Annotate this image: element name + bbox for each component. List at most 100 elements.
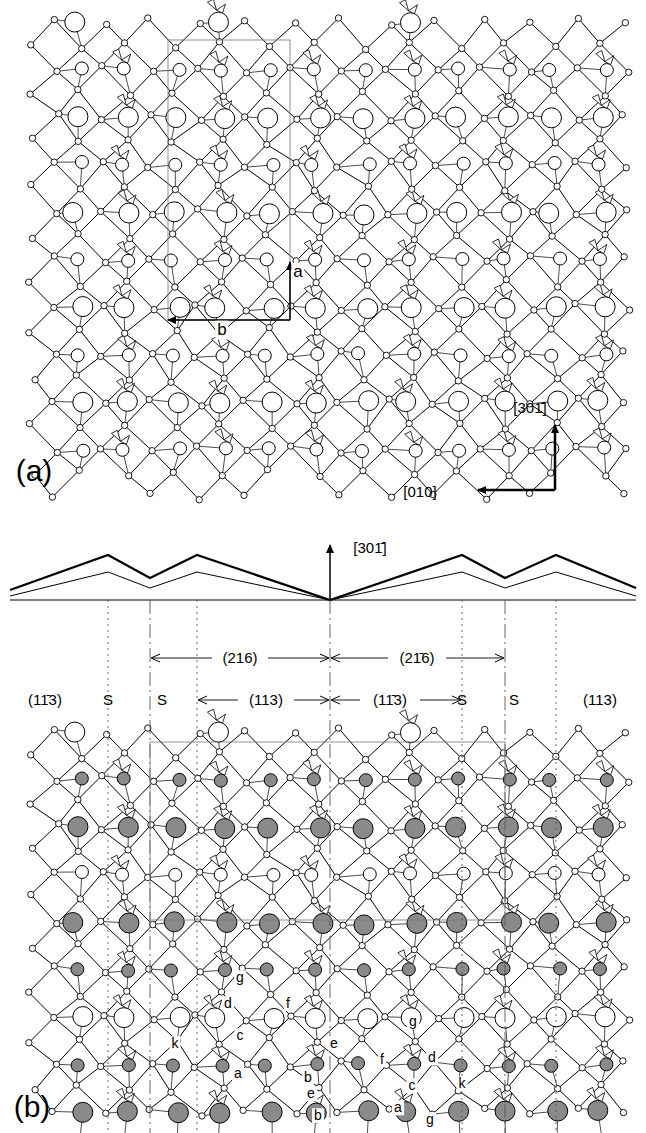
lone-pair-symbol bbox=[306, 335, 324, 349]
large-atom bbox=[407, 203, 427, 223]
bond-lines bbox=[29, 18, 630, 500]
small-atom bbox=[102, 259, 108, 265]
small-atom bbox=[240, 1107, 246, 1113]
bond-line bbox=[337, 877, 369, 896]
bond-line bbox=[296, 138, 317, 162]
lone-pair-symbol bbox=[589, 239, 607, 253]
large-atom bbox=[71, 1059, 84, 1072]
lone-pair-symbol bbox=[399, 144, 417, 158]
large-atom bbox=[404, 157, 417, 170]
small-atom bbox=[196, 497, 202, 503]
small-atom bbox=[77, 283, 83, 289]
small-atom bbox=[51, 963, 57, 969]
small-atom bbox=[412, 91, 418, 97]
large-atom bbox=[501, 202, 521, 222]
small-atom bbox=[619, 112, 625, 118]
small-atom bbox=[311, 39, 317, 45]
bond-line bbox=[575, 139, 600, 161]
small-atom bbox=[121, 40, 127, 46]
small-atom bbox=[524, 351, 530, 357]
bond-line bbox=[463, 828, 485, 850]
small-atom bbox=[460, 138, 466, 144]
small-atom bbox=[174, 424, 180, 430]
large-atom bbox=[267, 158, 280, 171]
small-atom bbox=[623, 445, 629, 451]
small-atom bbox=[334, 966, 340, 972]
bond-line bbox=[29, 1043, 57, 1065]
small-atom bbox=[483, 159, 489, 165]
lone-pair-symbol bbox=[212, 1046, 230, 1060]
small-atom bbox=[172, 45, 178, 51]
bond-line bbox=[362, 329, 386, 356]
small-atom bbox=[293, 869, 299, 875]
large-atom bbox=[258, 108, 278, 128]
small-atom bbox=[484, 1065, 490, 1071]
large-atom bbox=[164, 254, 177, 267]
lone-pair-symbol bbox=[395, 379, 413, 393]
small-atom bbox=[453, 468, 459, 474]
small-atom bbox=[476, 64, 482, 70]
large-atom bbox=[116, 158, 129, 171]
small-atom bbox=[197, 730, 203, 736]
small-atom bbox=[197, 259, 203, 265]
large-atom bbox=[453, 444, 466, 457]
bond-line bbox=[480, 43, 504, 67]
small-atom bbox=[409, 186, 415, 192]
small-atom bbox=[54, 920, 60, 926]
lone-pair-symbol bbox=[215, 429, 233, 443]
small-atom bbox=[27, 801, 33, 807]
small-atom bbox=[241, 824, 247, 830]
small-atom bbox=[239, 255, 245, 261]
bond-line bbox=[80, 189, 100, 211]
small-atom bbox=[531, 307, 537, 313]
small-atom bbox=[220, 93, 226, 99]
bond-line bbox=[32, 138, 54, 162]
bond-line bbox=[363, 471, 392, 498]
small-atom bbox=[98, 116, 104, 122]
bond-line bbox=[31, 730, 55, 755]
bond-line bbox=[292, 191, 314, 212]
large-atom bbox=[454, 1008, 474, 1028]
small-atom bbox=[435, 67, 441, 73]
small-atom bbox=[477, 446, 483, 452]
small-atom bbox=[288, 1013, 294, 1019]
large-atom bbox=[307, 63, 320, 76]
small-atom bbox=[500, 40, 506, 46]
lone-pair-symbol bbox=[113, 759, 131, 773]
large-atom bbox=[447, 202, 467, 222]
small-atom bbox=[121, 894, 127, 900]
small-atom bbox=[220, 136, 226, 142]
small-atom bbox=[126, 377, 132, 383]
small-atom bbox=[383, 352, 389, 358]
lone-pair-symbol bbox=[399, 0, 417, 14]
small-atom bbox=[597, 279, 603, 285]
small-atom bbox=[359, 88, 365, 94]
small-atom bbox=[338, 1017, 344, 1023]
small-atom bbox=[76, 467, 82, 473]
small-atom bbox=[51, 869, 57, 875]
small-atom bbox=[408, 137, 414, 143]
bond-line bbox=[29, 424, 57, 453]
bond-line bbox=[530, 732, 556, 756]
bond-line bbox=[124, 168, 147, 187]
bond-line bbox=[435, 876, 459, 898]
bond-line bbox=[320, 453, 341, 477]
small-atom bbox=[575, 1105, 581, 1111]
large-atom bbox=[502, 1060, 515, 1073]
large-atom bbox=[600, 348, 613, 361]
small-atom bbox=[54, 68, 60, 74]
small-atom bbox=[359, 942, 365, 948]
large-atom bbox=[267, 868, 280, 881]
small-atom bbox=[502, 426, 508, 432]
small-atom bbox=[621, 254, 627, 260]
small-atom bbox=[621, 490, 627, 496]
small-atom bbox=[385, 921, 391, 927]
large-atom bbox=[502, 443, 515, 456]
bond-line bbox=[32, 848, 54, 872]
bond-line bbox=[554, 68, 578, 90]
small-atom bbox=[51, 159, 57, 165]
small-atom bbox=[575, 15, 581, 21]
small-atom bbox=[317, 473, 323, 479]
small-atom bbox=[199, 1113, 205, 1119]
large-atom bbox=[174, 442, 187, 455]
